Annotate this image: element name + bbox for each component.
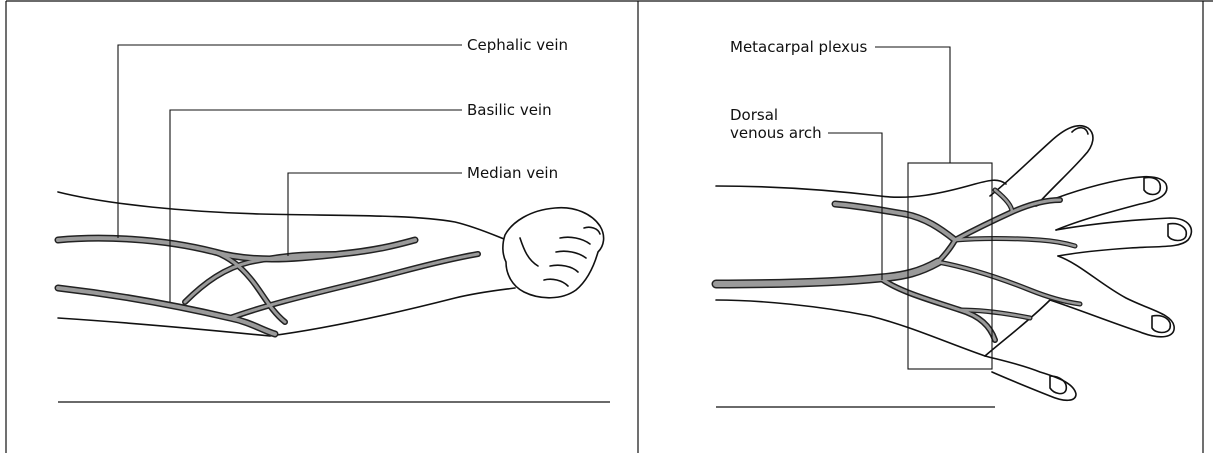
- forearm-upper-contour: [58, 192, 512, 242]
- arch-to-index-shape: [938, 200, 1060, 262]
- left-vein-network: [58, 238, 478, 334]
- figure-frame: [6, 1, 1213, 453]
- label-basilic-vein: Basilic vein: [467, 101, 552, 119]
- basilic-leader: [170, 110, 462, 302]
- fist-outline: [503, 208, 604, 298]
- wrist-lower-contour: [716, 300, 985, 356]
- label-dorsal-line2: venous arch: [730, 124, 822, 142]
- middle-nail: [1144, 178, 1160, 195]
- hand-illustration: Metacarpal plexus Dorsal venous arch: [716, 38, 1191, 400]
- median-lower-branch-shape: [230, 254, 478, 318]
- thumb-web: [985, 300, 1050, 356]
- ring-nail: [1168, 224, 1186, 241]
- index-nail: [1072, 128, 1088, 134]
- little-finger-outline: [1050, 256, 1174, 337]
- arch-to-index-fill: [938, 200, 1060, 262]
- wrist-upper-contour: [716, 180, 1006, 197]
- index-finger-outline: [990, 126, 1093, 206]
- metacarpal-leader: [875, 47, 950, 163]
- label-median-vein: Median vein: [467, 164, 558, 182]
- forearm-illustration: Cephalic vein Basilic vein Median vein: [58, 36, 604, 336]
- label-metacarpal-plexus: Metacarpal plexus: [730, 38, 868, 56]
- label-cephalic-vein: Cephalic vein: [467, 36, 568, 54]
- right-vein-network: [716, 190, 1080, 340]
- little-nail: [1152, 316, 1170, 333]
- label-dorsal-line1: Dorsal: [730, 106, 778, 124]
- upper-wrist-vein-shape: [835, 204, 955, 240]
